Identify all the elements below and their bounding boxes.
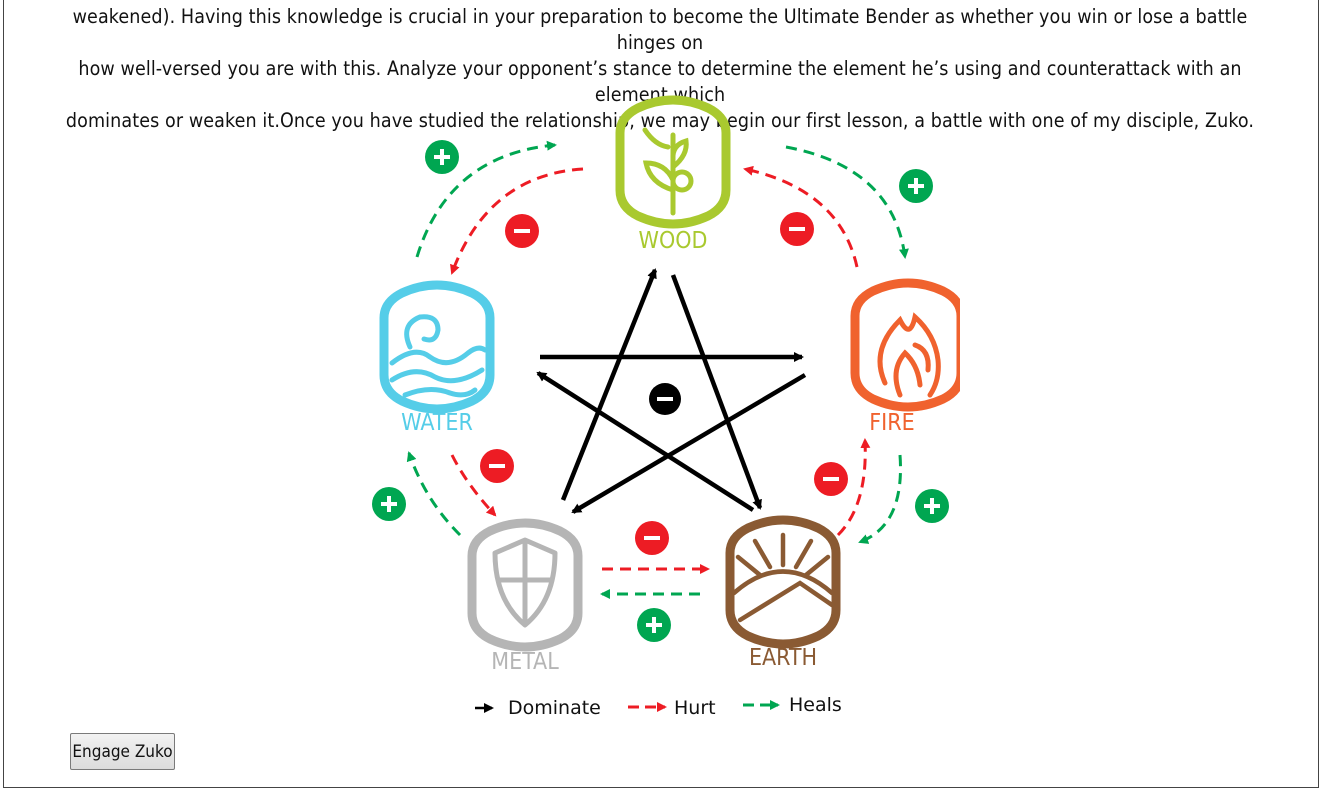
- hurt-arrow-water-metal: [450, 454, 497, 517]
- hurt-badges: [480, 212, 848, 555]
- hurt-arrow-earth-fire: [836, 438, 871, 537]
- hurt-arrow-fire-wood: [743, 165, 859, 268]
- minus-badge: [814, 462, 848, 496]
- dominate-arrow: [670, 274, 763, 510]
- heal-arrows: [406, 140, 909, 599]
- heal-arrow-metal-water: [406, 451, 462, 537]
- water-element: WATER: [379, 280, 495, 436]
- legend: Dominate Hurt Heals: [475, 694, 842, 719]
- legend-hurt-label: Hurt: [674, 697, 716, 719]
- hurt-arrows: [450, 165, 871, 574]
- dominate-arrow: [571, 373, 807, 514]
- water-label: WATER: [401, 410, 473, 436]
- heal-arrow-wood-fire: [785, 145, 909, 259]
- plus-badge: [899, 169, 933, 203]
- wood-hexagon: [615, 95, 731, 229]
- intro-line: how well-versed you are with this. Analy…: [78, 57, 1242, 106]
- metal-element: METAL: [467, 518, 583, 675]
- heal-arrow-water-wood: [415, 140, 557, 258]
- center-minus-badge: [649, 383, 681, 415]
- legend-heals: Heals: [743, 694, 842, 716]
- legend-dominate: Dominate: [475, 697, 601, 719]
- minus-badge: [505, 214, 539, 248]
- legend-dominate-label: Dominate: [508, 697, 601, 719]
- dominate-arrows: [536, 268, 807, 514]
- shield-icon: [492, 537, 558, 628]
- metal-hexagon: [467, 518, 583, 652]
- plus-badge: [637, 608, 671, 642]
- plus-badge: [425, 140, 459, 174]
- leaf-icon: [642, 127, 694, 216]
- dominate-arrow: [536, 371, 755, 512]
- fire-element: FIRE: [850, 278, 960, 436]
- intro-text: weakened). Having this knowledge is cruc…: [60, 4, 1260, 134]
- plus-badge: [372, 487, 406, 521]
- earth-hexagon: [725, 515, 841, 649]
- minus-badge: [780, 212, 814, 246]
- minus-badge: [480, 449, 514, 483]
- fire-hexagon: [850, 278, 960, 412]
- earth-label: EARTH: [749, 645, 817, 671]
- intro-line: dominates or weaken it.Once you have stu…: [65, 109, 1255, 132]
- flame-icon: [877, 312, 941, 398]
- legend-hurt: Hurt: [628, 697, 716, 719]
- water-hexagon: [379, 280, 495, 414]
- fire-label: FIRE: [869, 410, 914, 436]
- heal-arrow-fire-earth: [858, 454, 902, 544]
- hurt-arrow-wood-water: [450, 167, 584, 275]
- metal-label: METAL: [491, 649, 559, 675]
- earth-element: EARTH: [725, 515, 841, 671]
- intro-line: weakened). Having this knowledge is cruc…: [72, 5, 1248, 54]
- five-elements-diagram: WOOD FIRE WATER METAL: [372, 95, 960, 719]
- engage-zuko-button[interactable]: Engage Zuko: [70, 733, 175, 770]
- heal-badges: [372, 140, 949, 642]
- dominate-arrow: [560, 268, 658, 501]
- wood-label: WOOD: [639, 228, 708, 254]
- plus-badge: [915, 489, 949, 523]
- legend-heals-label: Heals: [789, 694, 842, 716]
- mountain-icon: [731, 532, 835, 623]
- minus-badge: [635, 521, 669, 555]
- wave-icon: [389, 314, 488, 398]
- wood-element: WOOD: [615, 95, 731, 254]
